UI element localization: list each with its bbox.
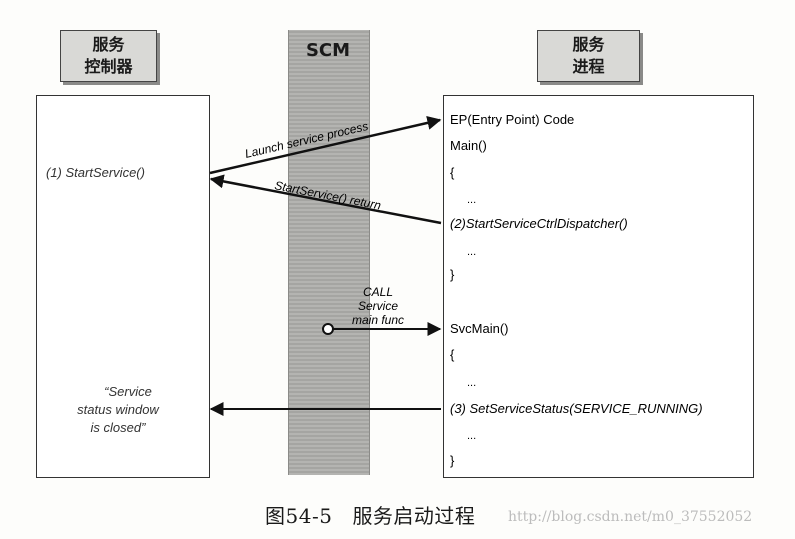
code-line: SvcMain()	[450, 321, 509, 336]
call-origin-circle	[322, 323, 334, 335]
header-line: 服务	[572, 35, 605, 54]
watermark-url: http://blog.csdn.net/m0_37552052	[508, 509, 753, 525]
header-line: 进程	[572, 57, 605, 76]
code-line: {	[450, 165, 455, 180]
code-line: }	[450, 453, 455, 468]
call-label-line: Service	[358, 299, 398, 313]
code-line: (2)StartServiceCtrlDispatcher()	[450, 216, 628, 231]
code-line: EP(Entry Point) Code	[450, 112, 574, 127]
service-controller-panel	[36, 95, 210, 478]
service-process-header: 服务 进程	[537, 30, 640, 82]
return-arrow	[209, 174, 442, 225]
call-label-line: main func	[352, 313, 404, 327]
code-line: {	[450, 347, 455, 362]
service-controller-header: 服务 控制器	[60, 30, 157, 82]
scm-header: SCM	[305, 40, 351, 61]
code-line: ...	[467, 377, 476, 389]
scm-band	[288, 30, 370, 475]
header-line: 控制器	[84, 57, 133, 76]
code-line: ...	[467, 430, 476, 442]
start-service-call: (1) StartService()	[46, 165, 145, 180]
launch-arrow	[209, 116, 442, 175]
call-label-line: CALL	[363, 285, 393, 299]
figure-caption: 图54-5 服务启动过程	[265, 500, 475, 529]
code-line: (3) SetServiceStatus(SERVICE_RUNNING)	[450, 401, 703, 416]
figure-title: 服务启动过程	[352, 504, 476, 528]
code-line: Main()	[450, 138, 487, 153]
header-line: 服务	[92, 35, 125, 54]
figure-number: 图54-5	[265, 504, 333, 528]
status-note-line: status window	[77, 402, 160, 417]
return-label: StartService() return	[273, 178, 382, 212]
code-line: ...	[467, 246, 476, 258]
service-process-panel	[443, 95, 754, 478]
status-note-line: is closed”	[91, 420, 147, 435]
code-line: }	[450, 267, 455, 282]
code-line: ...	[467, 194, 476, 206]
status-note-line: “Service	[104, 384, 152, 399]
